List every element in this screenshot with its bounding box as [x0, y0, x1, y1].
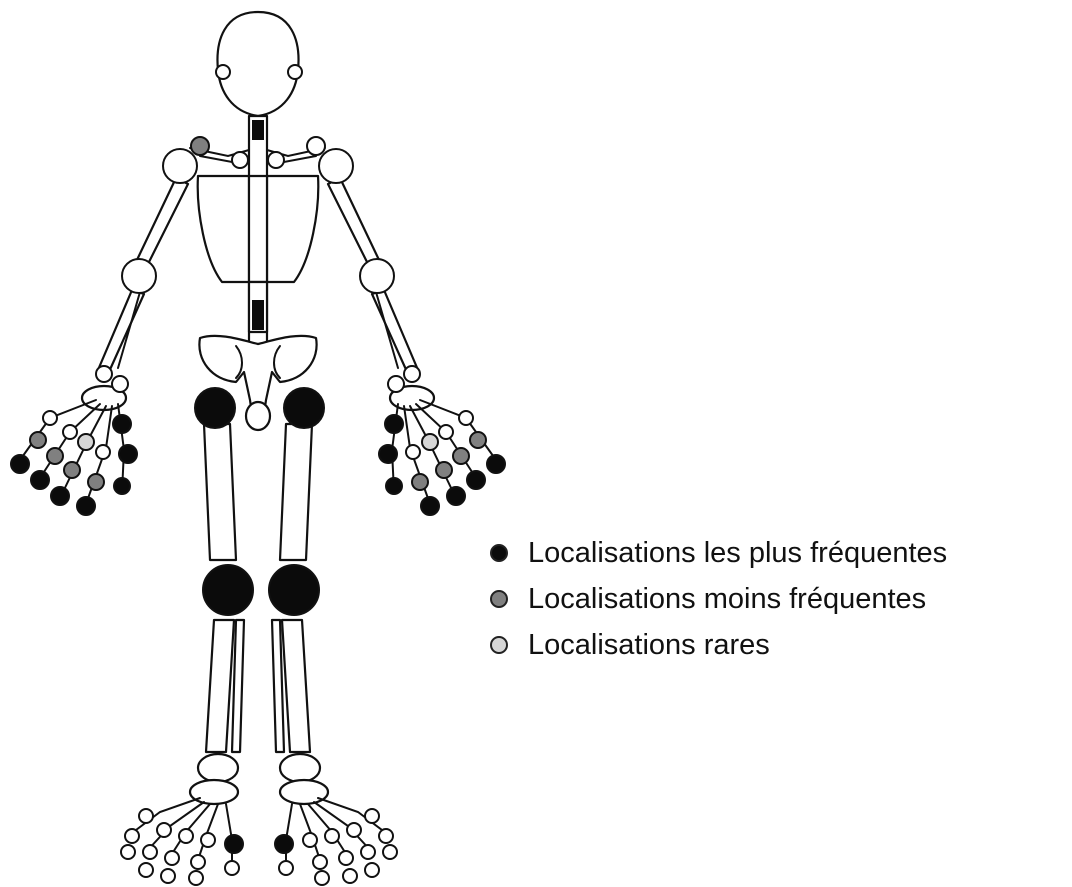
- joint-wrist-radial-right: [388, 376, 404, 392]
- joint-finger-left: [113, 415, 131, 433]
- tibia-left: [206, 620, 234, 752]
- frequent-dot-icon: [490, 544, 508, 562]
- joint-finger-left: [47, 448, 63, 464]
- joint-toe-left: [143, 845, 157, 859]
- joint-hip-left: [195, 388, 235, 428]
- joint-spine-cervical: [252, 120, 264, 140]
- joint-finger-left: [43, 411, 57, 425]
- joint-finger-left: [31, 471, 49, 489]
- joint-toe-right: [275, 835, 293, 853]
- joint-finger-left: [64, 462, 80, 478]
- joint-finger-left: [78, 434, 94, 450]
- joint-finger-right: [379, 445, 397, 463]
- joint-tmj-left: [216, 65, 230, 79]
- humerus-right: [328, 178, 380, 268]
- joint-knee-right: [269, 565, 319, 615]
- joint-shoulder-left: [163, 149, 197, 183]
- legend-item-rare: Localisations rares: [490, 622, 1065, 668]
- joint-toe-right: [279, 861, 293, 875]
- joint-toe-right: [339, 851, 353, 865]
- joint-tmj-right: [288, 65, 302, 79]
- joint-sternoclavicular-left: [232, 152, 248, 168]
- joint-toe-right: [313, 855, 327, 869]
- legend-label: Localisations rares: [528, 629, 770, 662]
- less-frequent-dot-icon: [490, 590, 508, 608]
- joint-finger-right: [422, 434, 438, 450]
- joint-finger-right: [436, 462, 452, 478]
- legend-item-frequent: Localisations les plus fréquentes: [490, 530, 1065, 576]
- joint-finger-left: [88, 474, 104, 490]
- joint-toe-left: [189, 871, 203, 885]
- joint-finger-left: [63, 425, 77, 439]
- joint-finger-left: [77, 497, 95, 515]
- joint-finger-left: [11, 455, 29, 473]
- joint-finger-right: [412, 474, 428, 490]
- legend-label: Localisations les plus fréquentes: [528, 537, 947, 570]
- joint-toe-left: [139, 809, 153, 823]
- femur-left: [204, 424, 236, 560]
- joint-toe-right: [383, 845, 397, 859]
- legend: Localisations les plus fréquentes Locali…: [490, 530, 1065, 668]
- joint-toe-right: [315, 871, 329, 885]
- joint-toe-right: [325, 829, 339, 843]
- joint-toe-left: [225, 861, 239, 875]
- humerus-left: [136, 178, 188, 268]
- joint-wrist-ulnar-left: [96, 366, 112, 382]
- joint-acromioclavicular-right: [307, 137, 325, 155]
- joint-elbow-right: [360, 259, 394, 293]
- joint-toe-left: [165, 851, 179, 865]
- joint-finger-right: [453, 448, 469, 464]
- joint-toe-left: [157, 823, 171, 837]
- joint-finger-left: [114, 478, 130, 494]
- joint-finger-right: [467, 471, 485, 489]
- joint-finger-right: [487, 455, 505, 473]
- joint-toe-left: [121, 845, 135, 859]
- joint-finger-right: [421, 497, 439, 515]
- tibia-right: [282, 620, 310, 752]
- joint-wrist-ulnar-right: [404, 366, 420, 382]
- joint-finger-right: [406, 445, 420, 459]
- joint-finger-right: [385, 415, 403, 433]
- joint-finger-right: [459, 411, 473, 425]
- joint-finger-right: [447, 487, 465, 505]
- femur-right: [280, 424, 312, 560]
- joint-toe-right: [361, 845, 375, 859]
- joint-toe-right: [379, 829, 393, 843]
- legend-item-less-frequent: Localisations moins fréquentes: [490, 576, 1065, 622]
- joint-finger-right: [470, 432, 486, 448]
- joint-finger-left: [119, 445, 137, 463]
- joint-knee-left: [203, 565, 253, 615]
- legend-label: Localisations moins fréquentes: [528, 583, 926, 616]
- joint-finger-left: [96, 445, 110, 459]
- joint-toe-left: [191, 855, 205, 869]
- rare-dot-icon: [490, 636, 508, 654]
- joint-finger-right: [439, 425, 453, 439]
- joint-toe-right: [365, 809, 379, 823]
- joint-toe-left: [225, 835, 243, 853]
- joint-shoulder-right: [319, 149, 353, 183]
- skull: [217, 12, 298, 116]
- joint-sternoclavicular-right: [268, 152, 284, 168]
- joint-toe-right: [365, 863, 379, 877]
- joint-hip-right: [284, 388, 324, 428]
- joint-toe-left: [179, 829, 193, 843]
- joint-toe-left: [139, 863, 153, 877]
- joint-toe-left: [125, 829, 139, 843]
- joint-finger-left: [30, 432, 46, 448]
- joint-wrist-radial-left: [112, 376, 128, 392]
- rib-cage: [198, 176, 249, 282]
- joint-acromioclavicular-left: [191, 137, 209, 155]
- joint-finger-right: [386, 478, 402, 494]
- joint-toe-left: [201, 833, 215, 847]
- joint-spine-lumbar: [252, 300, 264, 330]
- joint-finger-left: [51, 487, 69, 505]
- joint-toe-left: [161, 869, 175, 883]
- joint-toe-right: [347, 823, 361, 837]
- joint-toe-right: [343, 869, 357, 883]
- joint-toe-right: [303, 833, 317, 847]
- joint-elbow-left: [122, 259, 156, 293]
